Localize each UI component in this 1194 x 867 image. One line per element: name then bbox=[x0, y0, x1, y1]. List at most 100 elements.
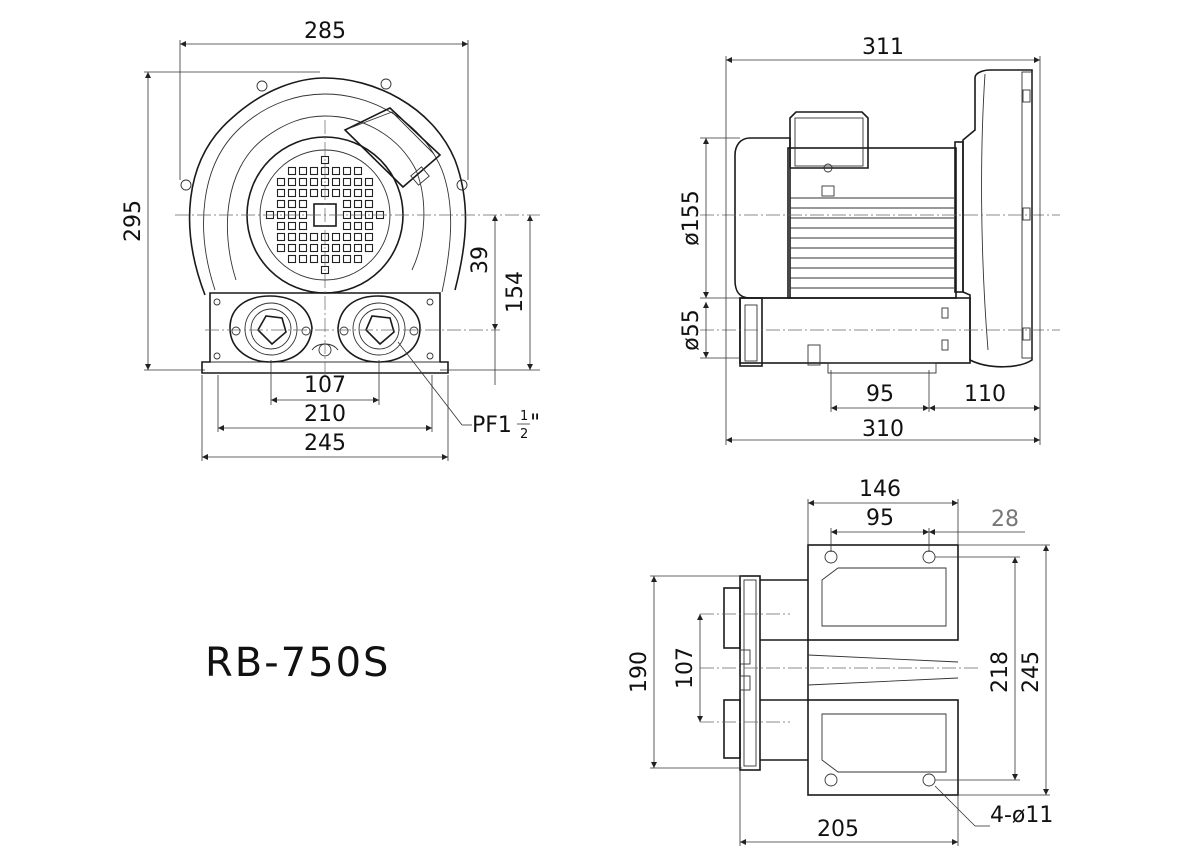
grille-slot bbox=[342, 232, 352, 242]
grille-slot bbox=[309, 188, 319, 198]
grille-slot bbox=[331, 177, 341, 187]
grille-slot bbox=[364, 232, 374, 242]
grille-slot bbox=[287, 166, 297, 176]
grille-slot bbox=[342, 243, 352, 253]
grille-slot bbox=[364, 199, 374, 209]
fan-grille bbox=[265, 155, 385, 275]
dim-overall-width: 245 bbox=[1019, 651, 1044, 693]
outlet-port bbox=[337, 295, 421, 363]
grille-slot bbox=[276, 243, 286, 253]
dim-inner-base: 210 bbox=[304, 402, 346, 427]
grille-slot bbox=[298, 243, 308, 253]
grille-slot bbox=[298, 232, 308, 242]
grille-slot bbox=[309, 232, 319, 242]
grille-slot bbox=[298, 177, 308, 187]
dim-edge-offset: 28 bbox=[991, 507, 1019, 532]
grille-slot bbox=[298, 221, 308, 231]
dim-motor-diameter: ø155 bbox=[679, 190, 704, 245]
grille-slot bbox=[309, 254, 319, 264]
grille-slot bbox=[276, 221, 286, 231]
grille-slot bbox=[353, 166, 363, 176]
front-view: 285 295 39 154 107 210 245 PF1 1 2 " bbox=[121, 19, 540, 461]
grille-slot bbox=[309, 243, 319, 253]
grille-slot bbox=[353, 232, 363, 242]
grille-slot bbox=[287, 243, 297, 253]
base-block bbox=[739, 297, 971, 364]
dim-base-span: 95 bbox=[866, 382, 894, 407]
grille-slot bbox=[309, 177, 319, 187]
grille-slot bbox=[342, 166, 352, 176]
grille-slot bbox=[287, 232, 297, 242]
grille-slot bbox=[320, 265, 330, 275]
grille-slot bbox=[364, 221, 374, 231]
grille-slot bbox=[276, 188, 286, 198]
grille-slot bbox=[342, 199, 352, 209]
grille-slot bbox=[287, 221, 297, 231]
grille-slot bbox=[364, 188, 374, 198]
grille-slot bbox=[331, 243, 341, 253]
grille-slot bbox=[298, 210, 308, 220]
blower-housing-side bbox=[962, 69, 1033, 368]
grille-slot bbox=[287, 254, 297, 264]
terminal-box bbox=[343, 107, 442, 189]
bottom-flange bbox=[739, 575, 761, 771]
dim-overall-length: 205 bbox=[817, 817, 859, 842]
grille-slot bbox=[276, 232, 286, 242]
dim-axis-offset: 39 bbox=[468, 246, 493, 274]
dim-height: 295 bbox=[121, 200, 146, 242]
port-fraction-den: 2 bbox=[520, 427, 528, 442]
dim-width: 285 bbox=[304, 19, 346, 44]
grille-slot bbox=[331, 232, 341, 242]
dim-outlet-span: 190 bbox=[627, 651, 652, 693]
grille-slot bbox=[353, 243, 363, 253]
grille-slot bbox=[276, 199, 286, 209]
side-view: 311 ø155 ø55 95 110 310 bbox=[679, 35, 1060, 445]
grille-slot bbox=[331, 188, 341, 198]
grille-slot bbox=[287, 188, 297, 198]
grille-slot bbox=[342, 221, 352, 231]
dim-hole-span: 218 bbox=[988, 651, 1013, 693]
hole-callout: 4-ø11 bbox=[990, 803, 1053, 828]
grille-slot bbox=[320, 177, 330, 187]
dim-center-height: 154 bbox=[503, 271, 528, 313]
bottom-view: 146 95 28 190 107 218 245 205 4-ø11 bbox=[627, 477, 1053, 846]
grille-slot bbox=[342, 177, 352, 187]
grille-slot bbox=[342, 254, 352, 264]
dim-port-diameter: ø55 bbox=[679, 309, 704, 350]
grille-slot bbox=[320, 155, 330, 165]
dim-rear-offset: 110 bbox=[964, 382, 1006, 407]
grille-slot bbox=[276, 177, 286, 187]
dim-outer-base: 245 bbox=[304, 431, 346, 456]
grille-slot bbox=[320, 243, 330, 253]
foot-pad-bottom bbox=[807, 699, 959, 796]
dim-port-spacing-bottom: 107 bbox=[673, 647, 698, 689]
grille-slot bbox=[342, 188, 352, 198]
grille-slot bbox=[276, 210, 286, 220]
port-fraction-num: 1 bbox=[520, 409, 528, 424]
port-thread-label: PF1 bbox=[472, 413, 512, 438]
motor-fan-cover bbox=[734, 137, 791, 299]
grille-slot bbox=[287, 177, 297, 187]
grille-slot bbox=[298, 188, 308, 198]
dim-foot-width: 146 bbox=[859, 477, 901, 502]
dim-hole-spacing: 95 bbox=[866, 506, 894, 531]
dim-total-length: 310 bbox=[862, 417, 904, 442]
dim-length: 311 bbox=[862, 35, 904, 60]
grille-slot bbox=[309, 166, 319, 176]
grille-slot bbox=[342, 210, 352, 220]
grille-slot bbox=[287, 199, 297, 209]
grille-slot bbox=[364, 210, 374, 220]
grille-slot bbox=[353, 221, 363, 231]
grille-slot bbox=[331, 254, 341, 264]
grille-slot bbox=[364, 177, 374, 187]
grille-slot bbox=[298, 166, 308, 176]
motor-fins bbox=[790, 197, 954, 289]
grille-slot bbox=[331, 166, 341, 176]
grille-slot bbox=[353, 177, 363, 187]
dim-port-spacing: 107 bbox=[304, 373, 346, 398]
grille-slot bbox=[353, 188, 363, 198]
grille-slot bbox=[364, 243, 374, 253]
grille-slot bbox=[353, 199, 363, 209]
foot-pad-top bbox=[807, 544, 959, 641]
